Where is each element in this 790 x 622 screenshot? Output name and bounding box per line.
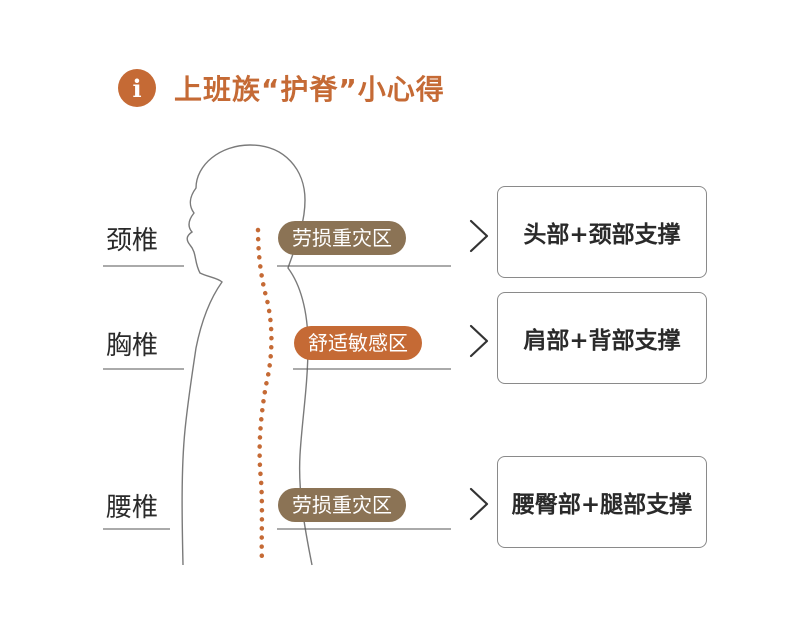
chevron-right-icon [469,487,489,521]
info-icon: i [118,69,156,107]
page-title: i 上班族“护脊”小心得 [118,66,445,110]
support-box-cervical: 头部+颈部支撑 [497,186,707,278]
label-cervical: 颈椎 [106,226,159,256]
title-text: 上班族“护脊”小心得 [174,73,445,106]
spine-dotted-line-icon [255,227,274,565]
label-thoracic: 胸椎 [106,331,159,361]
chevron-right-icon [469,219,489,253]
zone-badge-cervical: 劳损重灾区 [278,221,406,255]
zone-badge-thoracic: 舒适敏感区 [294,326,422,360]
support-box-thoracic: 肩部+背部支撑 [497,292,707,384]
support-box-lumbar: 腰臀部+腿部支撑 [497,456,707,548]
chevron-right-icon [469,324,489,358]
zone-badge-lumbar: 劳损重灾区 [278,488,406,522]
label-lumbar: 腰椎 [106,493,159,523]
